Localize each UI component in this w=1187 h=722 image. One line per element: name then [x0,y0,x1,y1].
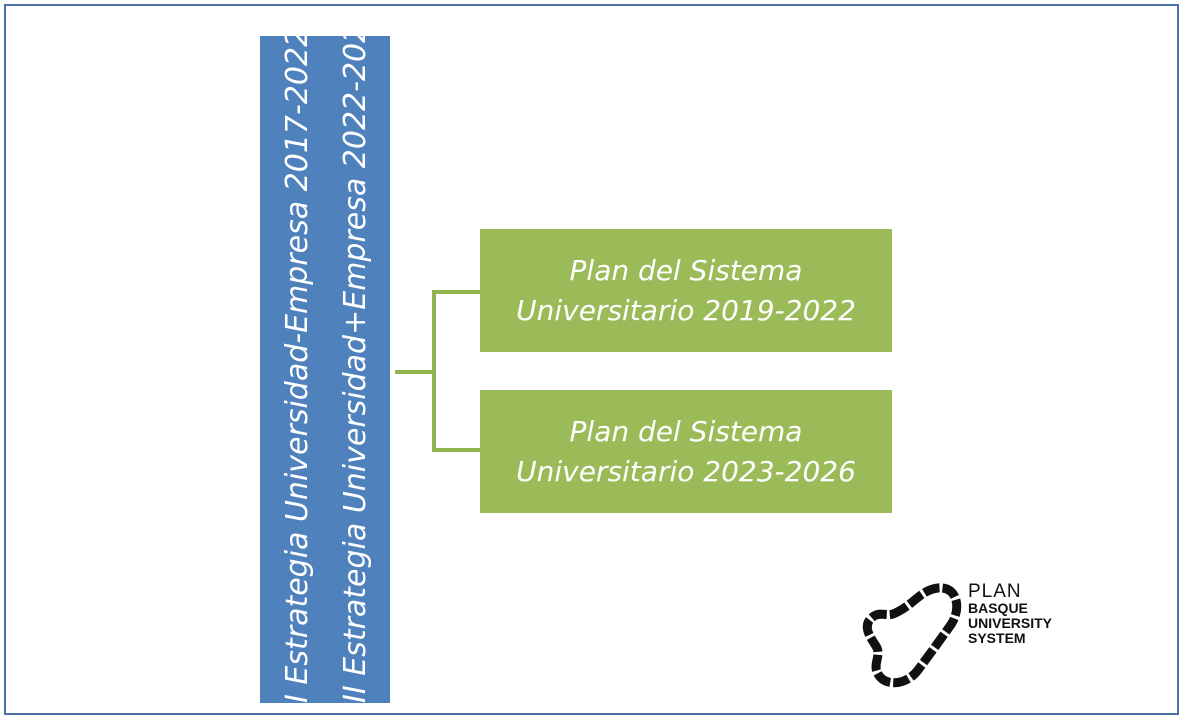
logo-loop-icon [862,583,962,688]
connector-top [432,290,480,294]
logo-line-2: UNIVERSITY [968,615,1053,631]
connector-main [395,370,435,374]
plan-box-2: Plan del Sistema Universitario 2023-2026 [480,390,892,513]
plan-box-2-line-1: Plan del Sistema [569,414,803,448]
connector-vertical [432,290,436,452]
strategy-bar [260,36,390,703]
plan-box-1-line-1: Plan del Sistema [569,253,803,287]
connector-bottom [432,448,480,452]
strategy-label-2: II Estrategia Universidad+Empresa 2022-2… [338,4,373,703]
plan-box-1: Plan del Sistema Universitario 2019-2022 [480,229,892,352]
logo-plan-text: PLAN [968,581,1022,602]
strategy-label-1: I Estrategia Universidad-Empresa 2017-20… [280,27,315,703]
logo-line-3: SYSTEM [968,630,1026,646]
plan-box-1-line-2: Universitario 2019-2022 [516,293,856,327]
diagram-frame [4,4,1179,715]
basque-university-system-logo: PLAN BASQUE UNIVERSITY SYSTEM [858,582,1078,692]
plan-box-2-line-2: Universitario 2023-2026 [516,454,856,488]
logo-line-1: BASQUE [968,600,1028,616]
